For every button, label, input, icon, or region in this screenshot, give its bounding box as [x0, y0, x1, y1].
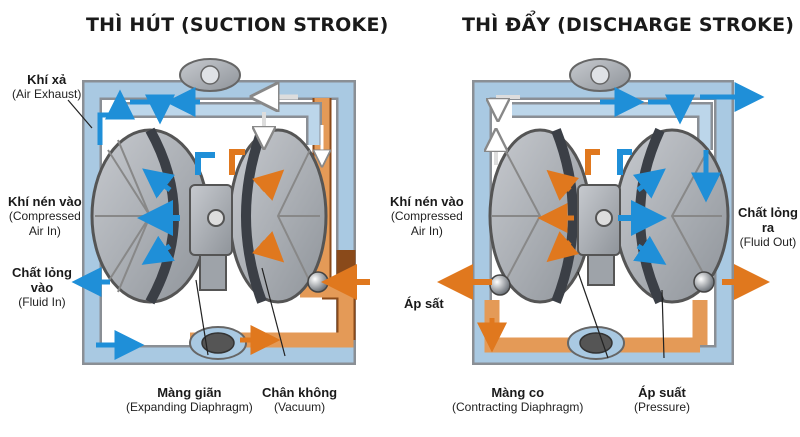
left-panel-title: THÌ HÚT (SUCTION STROKE): [86, 14, 389, 36]
label-contracting-diaphragm: Màng co (Contracting Diaphragm): [452, 385, 584, 414]
label-fluid-out: Chất lỏng ra (Fluid Out): [738, 205, 798, 249]
label-vacuum: Chân không (Vacuum): [262, 385, 338, 414]
label-ap-sat: Áp sất: [404, 296, 444, 311]
label-pressure: Áp suất (Pressure): [634, 385, 691, 414]
label-compressed-air-right: Khí nén vào (Compressed Air In): [390, 194, 464, 238]
left-pump: [67, 58, 370, 365]
label-fluid-in: Chất lỏng vào (Fluid In): [12, 265, 72, 309]
label-compressed-air-left: Khí nén vào (Compressed Air In): [8, 194, 82, 238]
right-panel-title: THÌ ĐẨY (DISCHARGE STROKE): [462, 14, 795, 36]
label-air-exhaust: Khí xả (Air Exhaust): [12, 72, 82, 101]
label-expanding-diaphragm: Màng giãn (Expanding Diaphragm): [126, 385, 253, 414]
right-pump: [437, 58, 770, 365]
